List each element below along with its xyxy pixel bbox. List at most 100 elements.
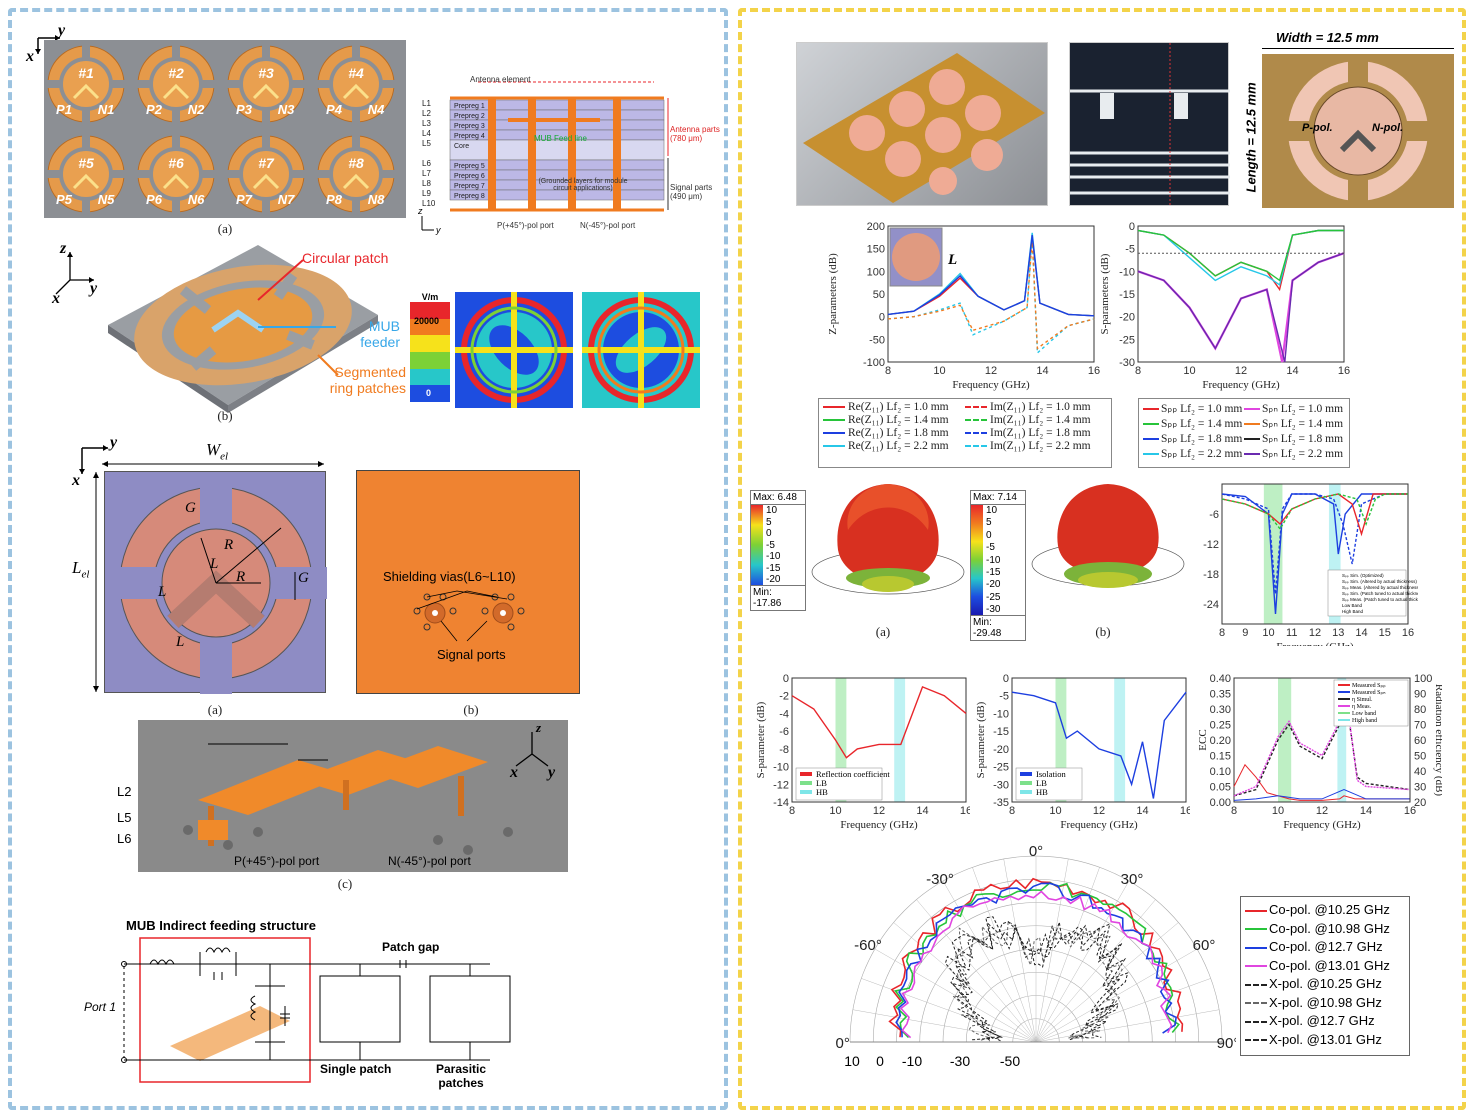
- label-mub-feeder: MUB feeder: [360, 318, 400, 350]
- x-tick-label: 14: [1136, 805, 1148, 817]
- x-tick-label: 14: [1355, 627, 1367, 639]
- z-legend-item: Re(Z₁₁) Lf₂ = 2.2 mm: [823, 440, 965, 452]
- y2-tick-label: 100: [1414, 673, 1432, 685]
- y2-tick-label: 90: [1414, 689, 1426, 701]
- array-nport-label: N8: [368, 192, 385, 207]
- stack-layer-name: L10: [422, 199, 436, 208]
- array-pport-label: P1: [56, 102, 72, 117]
- y-tick-label: -35: [993, 797, 1009, 809]
- axis-icon-xyz-c: z x y: [508, 720, 564, 781]
- dim-wel: Wel: [100, 440, 326, 470]
- y-tick-label: 0: [1129, 221, 1135, 233]
- polar-legend-item: X-pol. @13.01 GHz: [1245, 1031, 1405, 1050]
- z-inset-patch: [892, 233, 940, 281]
- length-label: Length = 12.5 mm: [1243, 82, 1259, 193]
- stack-prepreg-label: Prepreg 6: [454, 173, 485, 180]
- y2-tick-label: 20: [1414, 797, 1426, 809]
- s-legend-item: Sₚₚ Lf₂ = 1.8 mm: [1143, 431, 1244, 445]
- s-series-line: [1137, 229, 1344, 282]
- array-feed: [72, 83, 100, 100]
- polar-legend-item: Co-pol. @13.01 GHz: [1245, 957, 1405, 976]
- stack-prepreg-label: Prepreg 3: [454, 123, 485, 130]
- stack-axis-z: z: [418, 206, 423, 216]
- colorbar-tick: -15: [986, 566, 1001, 578]
- polar-angle-label: -30°: [926, 871, 954, 888]
- z-series-line: [887, 239, 1095, 350]
- axis-icon-xy-2: y x: [72, 434, 122, 490]
- axis-y-label-b: y: [90, 280, 98, 297]
- y-tick-label: -15: [993, 726, 1009, 738]
- label-lf1: L: [210, 556, 219, 572]
- x-tick-label: 10: [829, 805, 841, 817]
- feed-l5: L5: [117, 810, 132, 825]
- array-pport-label: P7: [236, 192, 253, 207]
- x-tick-label: 12: [1316, 805, 1328, 817]
- z-legend-item: Re(Z₁₁) Lf₂ = 1.0 mm: [823, 401, 965, 413]
- plot-frame: [1137, 225, 1345, 363]
- y-tick-label: 0: [783, 673, 789, 685]
- polar-angle-label: -60°: [854, 937, 882, 954]
- y-tick-label: 0.20: [1210, 735, 1231, 747]
- y2-tick-label: 30: [1414, 782, 1426, 794]
- stack-mub: MUB Feed line: [534, 134, 587, 143]
- polar-grid-spoke: [1035, 978, 1211, 1043]
- z-legend-item: Im(Z₁₁) Lf₂ = 2.2 mm: [965, 440, 1107, 452]
- array-feed: [162, 173, 190, 190]
- ecc-legend-box: [1333, 679, 1409, 727]
- colorbar-tick: -10: [986, 554, 1001, 566]
- refl-legend-swatch: [800, 790, 812, 794]
- field-plot-2: [582, 292, 700, 408]
- polar-trace: [888, 877, 1184, 1038]
- small-legend-item: Sₚₚ Sim. (Patch tuned to actual thicknes…: [1342, 591, 1418, 596]
- lb-band: [1055, 678, 1067, 802]
- y-tick-label: 0.10: [1210, 766, 1231, 778]
- polar-trace: [895, 882, 1177, 1038]
- stack-layer-name: L5: [422, 139, 431, 148]
- feed-pport: P(+45°)-pol port: [234, 854, 320, 868]
- iso-legend-swatch: [1020, 790, 1032, 794]
- feed-nport: N(-45°)-pol port: [388, 854, 471, 868]
- circuit-parasitic: Parasitic patches: [436, 1062, 487, 1090]
- refl-legend-item: HB: [816, 787, 828, 797]
- x-tick-label: 15: [1379, 627, 1391, 639]
- array-feed: [342, 173, 370, 190]
- x-axis-label: Frequency (GHz): [1202, 379, 1280, 391]
- y-tick-label: -14: [773, 797, 789, 809]
- colorbar-max: 20000: [414, 316, 440, 326]
- y-tick-label: 100: [867, 266, 885, 278]
- s-legend-item: Sₚₚ Lf₂ = 1.4 mm: [1143, 416, 1244, 430]
- array-pport-label: P4: [326, 102, 343, 117]
- pattern-a-cap: (a): [875, 624, 891, 639]
- x-tick-label: 12: [985, 365, 997, 377]
- stack-nport: N(-45°)-pol port: [580, 221, 636, 230]
- left-panel: [8, 8, 728, 1110]
- x-tick-label: 12: [873, 805, 885, 817]
- array-nport-label: N5: [98, 192, 115, 207]
- ecc-legend-item: η Simul.: [1352, 697, 1373, 703]
- small-legend-item: Sₚₚ Sim. (Optimized): [1342, 573, 1384, 578]
- small-series-line: [1221, 493, 1408, 537]
- refl-legend-item: LB: [816, 778, 827, 788]
- reflection-line: [791, 685, 967, 759]
- polar-grid-spoke: [1035, 948, 1198, 1043]
- plot-frame: [1011, 677, 1187, 803]
- ecc-legend-item: High band: [1352, 718, 1377, 724]
- polar-angle-label: 0°: [1029, 843, 1043, 860]
- refl-legend-swatch: [800, 781, 812, 785]
- x-axis-label: Frequency (GHz): [1060, 819, 1138, 831]
- label-rp1: R: [236, 569, 246, 585]
- s-legend-item: Sₚₙ Lf₂ = 1.0 mm: [1244, 401, 1345, 415]
- hb-band: [894, 678, 906, 802]
- stack-layer: [449, 189, 665, 201]
- label-rp2: R: [224, 537, 234, 553]
- stack-antenna-parts: Antenna parts (780 μm): [670, 125, 720, 143]
- y-tick-label: -6: [779, 726, 789, 738]
- stack-prepreg-label: Prepreg 2: [454, 113, 485, 120]
- polar-legend-item: X-pol. @12.7 GHz: [1245, 1012, 1405, 1031]
- stack-layer: [449, 139, 665, 161]
- polar-legend-item: X-pol. @10.98 GHz: [1245, 994, 1405, 1013]
- isolation-line: [1011, 691, 1187, 799]
- bottom-view-drawing: Shielding vias(L6~L10) Signal ports: [356, 470, 580, 694]
